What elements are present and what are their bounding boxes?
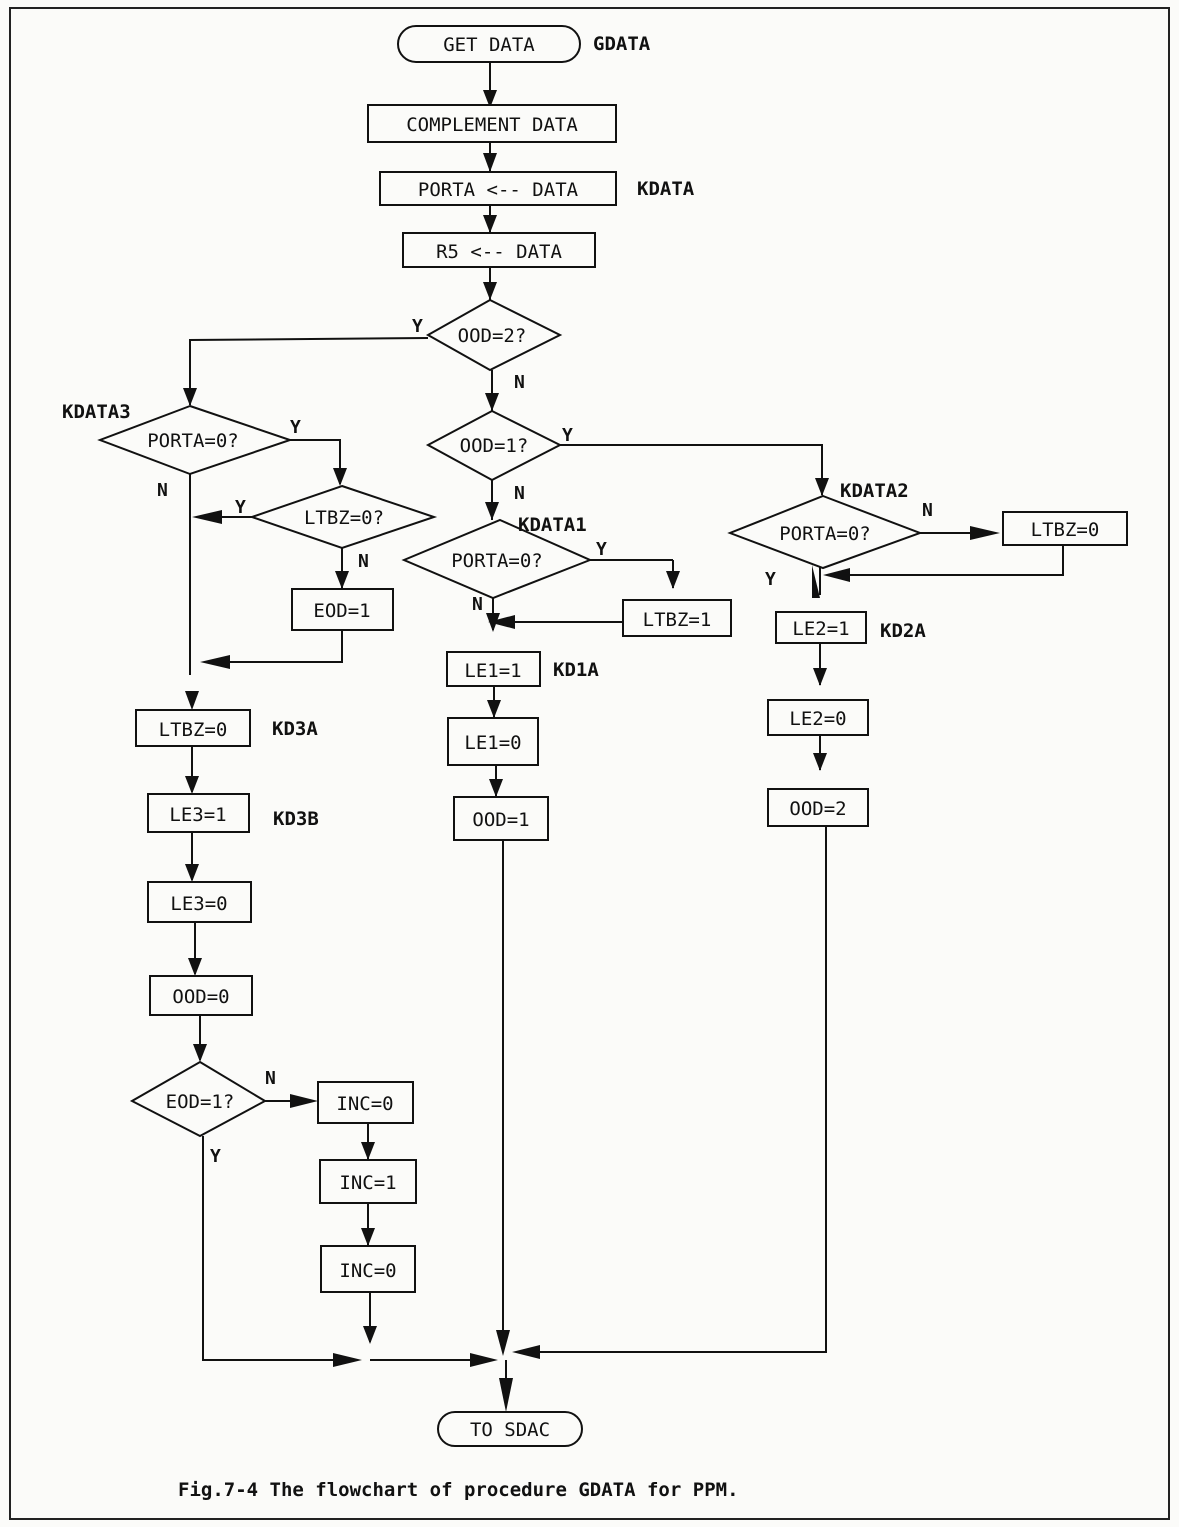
branch-porta0-left-no: N <box>157 480 168 501</box>
process-label-le1-0: LE1=0 <box>464 732 521 754</box>
branch-ltbz0-yes: Y <box>235 497 246 518</box>
process-label-ltbz0-right: LTBZ=0 <box>1031 519 1100 541</box>
end-terminal-label: TO SDAC <box>470 1419 550 1441</box>
decision-label-porta0-mid: PORTA=0? <box>451 550 543 572</box>
label-kdata2: KDATA2 <box>840 480 909 502</box>
label-kdata1: KDATA1 <box>518 514 587 536</box>
branch-porta0-mid-no: N <box>472 594 483 615</box>
branch-eod1-yes: Y <box>210 1146 221 1167</box>
branch-ltbz0-no: N <box>358 551 369 572</box>
branch-ood2-yes: Y <box>412 316 423 337</box>
label-kd3b: KD3B <box>273 808 319 830</box>
decision-label-ltbz0: LTBZ=0? <box>304 507 384 529</box>
branch-eod1-no: N <box>265 1068 276 1089</box>
decision-label-ood1: OOD=1? <box>460 435 529 457</box>
process-label-le2-1: LE2=1 <box>792 618 849 640</box>
process-label-ltbz0-left: LTBZ=0 <box>159 719 228 741</box>
process-label-le2-0: LE2=0 <box>789 708 846 730</box>
label-kd3a: KD3A <box>272 718 318 740</box>
branch-porta0-left-yes: Y <box>290 417 301 438</box>
process-label-ood2: OOD=2 <box>789 798 846 820</box>
process-label-inc0-b: INC=0 <box>339 1260 396 1282</box>
process-label-r5-data: R5 <-- DATA <box>436 241 562 263</box>
branch-porta0-right-yes: Y <box>765 569 776 590</box>
process-label-ood0: OOD=0 <box>172 986 229 1008</box>
process-label-le3-0: LE3=0 <box>170 893 227 915</box>
decision-label-porta0-left: PORTA=0? <box>147 430 239 452</box>
process-label-complement: COMPLEMENT DATA <box>406 114 578 136</box>
label-kd2a: KD2A <box>880 620 926 642</box>
process-label-ltbz1: LTBZ=1 <box>643 609 712 631</box>
process-label-porta-data: PORTA <-- DATA <box>418 179 579 201</box>
label-kd1a: KD1A <box>553 659 599 681</box>
process-label-le1-1: LE1=1 <box>464 660 521 682</box>
decision-label-porta0-right: PORTA=0? <box>779 523 871 545</box>
branch-ood2-no: N <box>514 372 525 393</box>
branch-ood1-no: N <box>514 483 525 504</box>
decision-label-eod1: EOD=1? <box>166 1091 235 1113</box>
start-terminal-label: GET DATA <box>443 34 535 56</box>
process-label-eod1: EOD=1 <box>313 600 370 622</box>
label-kdata3: KDATA3 <box>62 401 131 423</box>
branch-porta0-right-no: N <box>922 500 933 521</box>
arrowheads <box>183 90 1000 1412</box>
branch-porta0-mid-yes: Y <box>596 539 607 560</box>
process-label-le3-1: LE3=1 <box>169 804 226 826</box>
decision-label-ood2: OOD=2? <box>458 325 527 347</box>
process-label-ood1: OOD=1 <box>472 809 529 831</box>
process-label-inc1: INC=1 <box>339 1172 396 1194</box>
figure-caption: Fig.7-4 The flowchart of procedure GDATA… <box>178 1479 739 1501</box>
branch-ood1-yes: Y <box>562 425 573 446</box>
label-kdata: KDATA <box>637 178 695 200</box>
label-gdata: GDATA <box>593 33 651 55</box>
process-label-inc0-a: INC=0 <box>336 1093 393 1115</box>
